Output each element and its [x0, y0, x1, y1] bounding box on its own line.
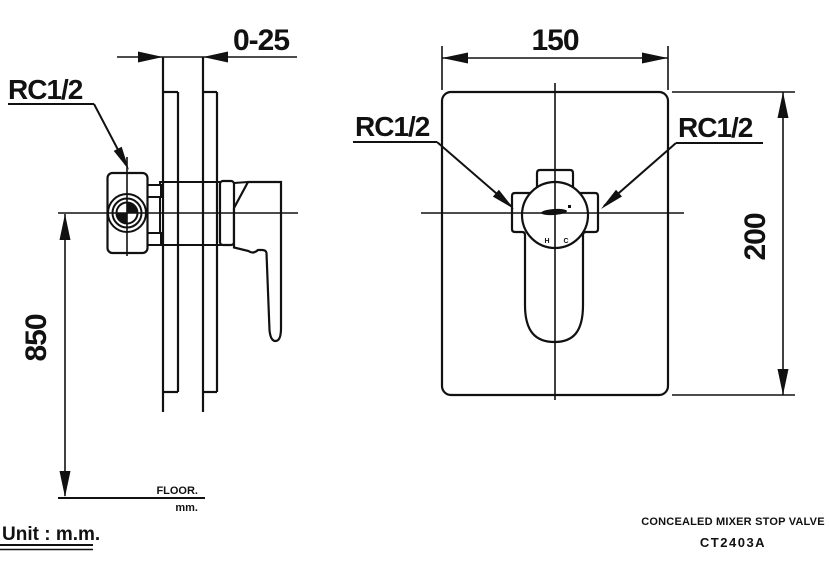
- arrowhead: [777, 369, 789, 395]
- front-thread-label-right: RC1/2: [678, 112, 753, 143]
- arrowhead: [442, 52, 468, 64]
- side-thread-leader: RC1/2: [8, 74, 129, 170]
- brand-logo-tick: [568, 205, 571, 208]
- product-code: CT2403A: [700, 535, 766, 550]
- width-dim-label: 150: [531, 24, 578, 57]
- height-dim-label: 850: [20, 314, 53, 361]
- floor-reference: FLOOR. mm.: [58, 485, 205, 514]
- wall-plate-front: [161, 57, 180, 412]
- arrowhead: [642, 52, 668, 64]
- arrowhead: [203, 51, 228, 63]
- arrowhead: [601, 189, 622, 209]
- dimension-wall-depth: 0-25: [117, 24, 297, 63]
- floor-unit-label: mm.: [175, 502, 198, 514]
- wall-plate-back: [201, 57, 219, 412]
- front-height-dim-label: 200: [739, 213, 772, 260]
- arrowhead: [113, 146, 129, 170]
- arrowhead: [59, 214, 71, 240]
- unit-note: Unit : m.m.: [2, 524, 100, 545]
- front-thread-label-left: RC1/2: [355, 111, 430, 142]
- target-quadrant-upper-right: [127, 202, 138, 213]
- target-quadrant-lower-left: [116, 213, 127, 224]
- hot-marker: H: [544, 238, 549, 245]
- floor-label: FLOOR.: [156, 485, 198, 497]
- arrowhead: [59, 471, 71, 497]
- cold-marker: C: [563, 238, 568, 245]
- side-thread-label: RC1/2: [8, 74, 83, 105]
- title-block: CONCEALED MIXER STOP VALVE CT2403A: [641, 516, 824, 550]
- arrowhead: [138, 51, 163, 63]
- product-name: CONCEALED MIXER STOP VALVE: [641, 516, 824, 528]
- wall-depth-dim-label: 0-25: [233, 24, 289, 57]
- unit-note-block: Unit : m.m.: [0, 524, 100, 551]
- dimension-height-200: 200: [672, 91, 795, 396]
- front-thread-leader-left: RC1/2: [353, 111, 514, 209]
- arrowhead: [777, 92, 789, 118]
- arrowhead: [492, 189, 514, 209]
- dimension-height-850: 850: [20, 214, 71, 497]
- dimension-width-150: 150: [441, 24, 669, 90]
- front-thread-leader-right: RC1/2: [601, 112, 763, 209]
- side-handle: [232, 180, 283, 343]
